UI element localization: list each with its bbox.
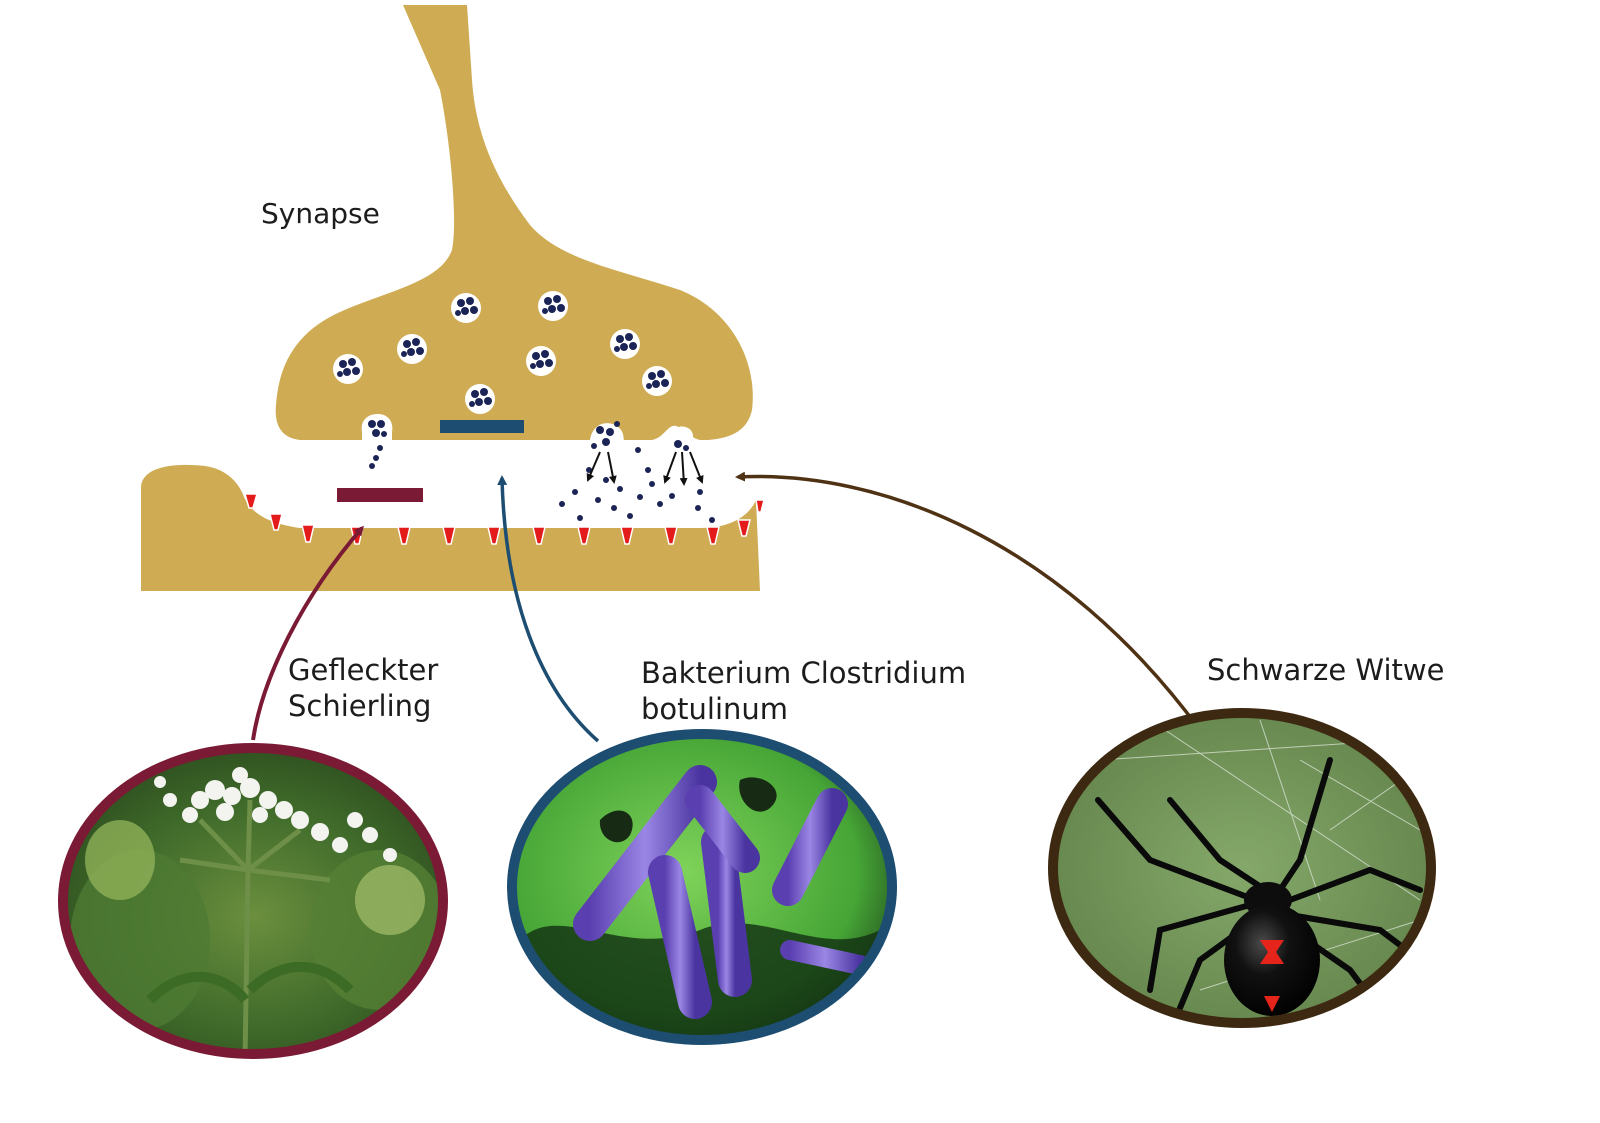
hemlock-photo: [58, 743, 448, 1059]
botulinum-label-line1: Bakterium Clostridium: [641, 656, 967, 690]
black-widow-photo: [1048, 708, 1436, 1028]
vesicle: [451, 293, 481, 323]
transmitter-release: [557, 421, 720, 523]
vesicle: [397, 334, 427, 364]
botulinum-label-line2: botulinum: [641, 692, 789, 726]
black-widow-arrow: [735, 471, 1202, 732]
botulinum-block-bar: [440, 420, 524, 433]
botulinum-label: Bakterium Clostridium botulinum: [641, 655, 966, 727]
vesicle: [610, 329, 640, 359]
vesicle: [642, 366, 672, 396]
synapse-label: Synapse: [261, 197, 380, 230]
botulinum-arrow: [497, 475, 600, 743]
receptors: [244, 493, 765, 545]
presynaptic-terminal: [275, 5, 753, 440]
vesicle: [465, 384, 495, 414]
black-widow-label: Schwarze Witwe: [1207, 653, 1445, 687]
hemlock-label: Gefleckter Schierling: [288, 652, 438, 724]
clostridium-photo: [507, 729, 897, 1045]
hemlock-label-line1: Gefleckter: [288, 653, 439, 687]
hemlock-block-bar: [337, 488, 423, 502]
fusing-vesicle-left: [361, 414, 393, 469]
vesicle: [538, 291, 568, 321]
hemlock-arrow: [251, 525, 364, 741]
vesicles: [333, 291, 672, 414]
vesicle: [333, 354, 363, 384]
vesicle: [526, 346, 556, 376]
postsynaptic-cell: [141, 464, 760, 591]
hemlock-label-line2: Schierling: [288, 689, 432, 723]
